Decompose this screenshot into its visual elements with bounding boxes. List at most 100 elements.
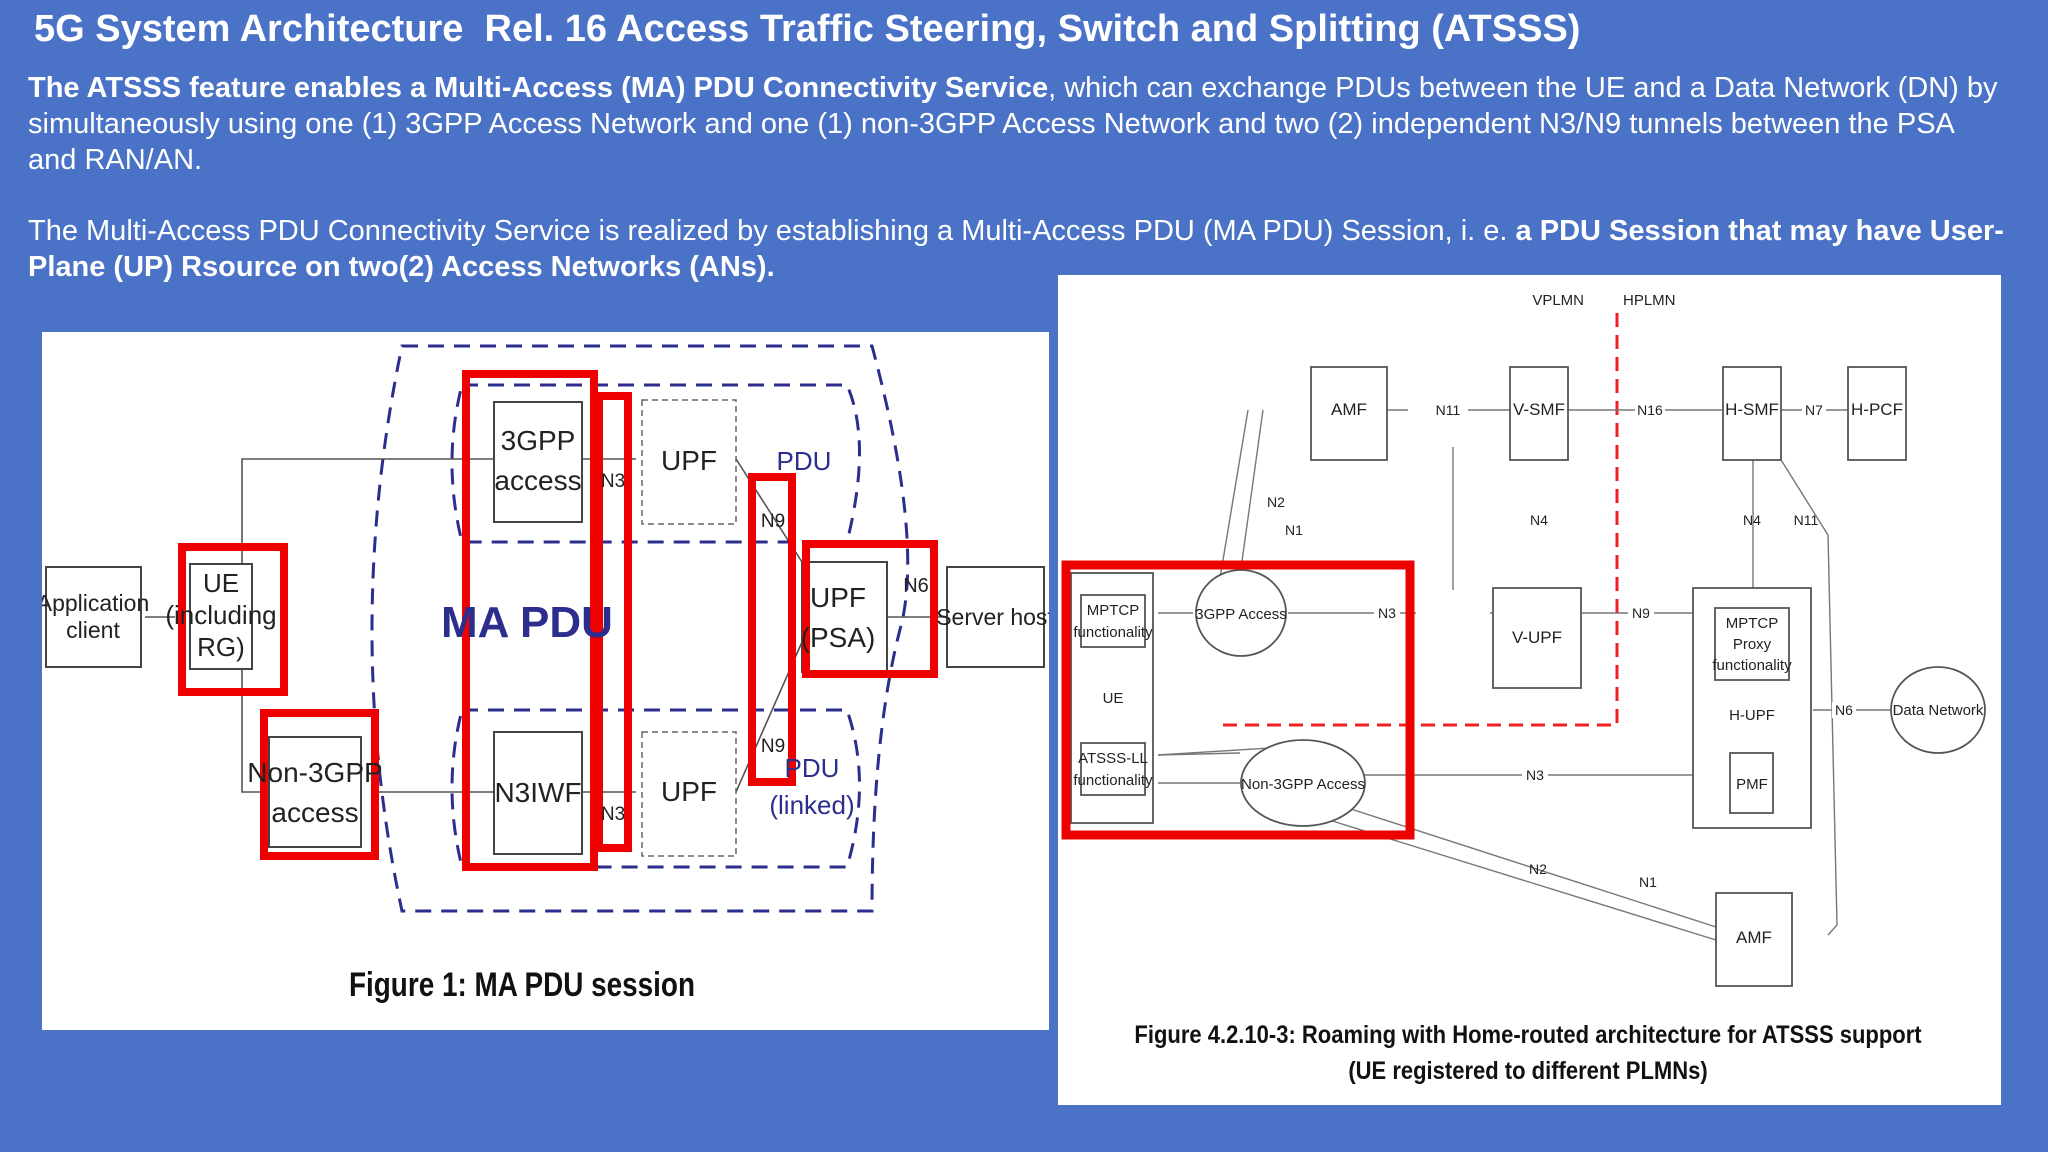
slide-title: 5G System Architecture Rel. 16 Access Tr… — [34, 8, 1581, 50]
data-network-label: Data Network — [1893, 702, 1984, 719]
n6-label: N6 — [1835, 702, 1853, 718]
v-smf-box — [1509, 366, 1569, 461]
figure1-caption: Figure 1: MA PDU session — [349, 966, 695, 1004]
n6-label: N6 — [903, 575, 929, 597]
n3-top-label: N3 — [601, 471, 625, 492]
highlight-ue — [178, 543, 288, 696]
3gpp-label-2: access — [494, 465, 581, 496]
figure1-diagram: Application client UE (including RG) Non… — [42, 344, 1049, 913]
mptcp-proxy-label-2: Proxy — [1733, 636, 1772, 653]
fig2-labels: VPLMN HPLMN AMF V-SMF H-SMF H-PCF MPTCP … — [1073, 292, 1984, 947]
non3gpp-access-ellipse — [1240, 739, 1366, 827]
fig1-3gpp-box — [493, 401, 583, 523]
ue-label-2: (including — [165, 600, 276, 630]
mptcp-proxy-box — [1714, 607, 1790, 681]
app-client-label-1: Application — [42, 590, 149, 616]
fig1-labels: Application client UE (including RG) Non… — [42, 425, 1049, 828]
fig1-server-host-box — [946, 566, 1045, 668]
server-host-label: Server host — [936, 604, 1049, 630]
fig1-upf-psa-box — [801, 561, 888, 673]
n9-label: N9 — [1632, 605, 1650, 621]
non3gpp-access-label: Non-3GPP Access — [1241, 776, 1365, 793]
highlight-non3gpp — [260, 709, 379, 860]
intro-paragraph: The ATSSS feature enables a Multi-Access… — [28, 70, 2008, 178]
3gpp-label-1: 3GPP — [501, 425, 576, 456]
outer-session-boundary — [370, 344, 910, 913]
upf-psa-label-1: UPF — [810, 582, 866, 613]
figure2-caption: Figure 4.2.10-3: Roaming with Home-route… — [1134, 1021, 1922, 1085]
pdu-linked-session-boundary — [450, 708, 861, 869]
n11-h-label: N11 — [1794, 512, 1819, 528]
pmf-label: PMF — [1736, 776, 1768, 793]
data-network-ellipse — [1890, 666, 1986, 754]
highlight-ma-pdu — [462, 370, 598, 871]
n2-top-label: N2 — [1267, 494, 1285, 510]
intro-bold: The ATSSS feature enables a Multi-Access… — [28, 72, 1049, 104]
3gpp-access-ellipse — [1195, 569, 1287, 657]
n4-h-label: N4 — [1743, 512, 1761, 528]
mptcp-label-1: MPTCP — [1087, 602, 1140, 619]
pdu-label: PDU — [777, 446, 832, 476]
n1-top-label: N1 — [1285, 522, 1303, 538]
pmf-box — [1729, 752, 1774, 814]
mptcp-box — [1080, 594, 1146, 648]
figure2-diagram: VPLMN HPLMN AMF V-SMF H-SMF H-PCF MPTCP … — [1061, 292, 1986, 987]
figure-roaming-home-routed: VPLMN HPLMN AMF V-SMF H-SMF H-PCF MPTCP … — [1058, 275, 2001, 1105]
non3gpp-label-1: Non-3GPP — [247, 757, 382, 788]
fig1-highlight-boxes — [178, 370, 938, 871]
ma-pdu-normal: The Multi-Access PDU Connectivity Servic… — [28, 215, 1516, 247]
highlight-upf-psa — [802, 540, 938, 678]
ma-pdu-paragraph: The Multi-Access PDU Connectivity Servic… — [28, 213, 2008, 285]
vplmn-label: VPLMN — [1532, 292, 1584, 309]
highlight-n3 — [595, 392, 632, 852]
amf-bottom-label: AMF — [1736, 928, 1772, 947]
v-upf-box — [1492, 587, 1582, 689]
n9-top-label: N9 — [761, 511, 785, 532]
pdu-linked-label-1: PDU — [785, 753, 840, 783]
upf-bottom-label: UPF — [661, 776, 717, 807]
n3iwf-label: N3IWF — [494, 777, 581, 808]
amf-top-box — [1310, 366, 1388, 461]
h-pcf-box — [1847, 366, 1907, 461]
ue-label: UE — [1103, 690, 1124, 707]
v-upf-label: V-UPF — [1512, 628, 1562, 647]
n3-bottom-label: N3 — [601, 804, 625, 825]
upf-top-label: UPF — [661, 445, 717, 476]
upf-psa-label-2: (PSA) — [801, 622, 876, 653]
fig2-interface-labels: N11 N16 N7 N2 N1 N4 N4 N11 N3 N9 N6 N3 N… — [1267, 400, 1856, 890]
3gpp-access-label: 3GPP Access — [1195, 606, 1286, 623]
n4-v-label: N4 — [1530, 512, 1548, 528]
intro-rest: , which can exchange PDUs between the UE… — [28, 72, 1998, 176]
n1-bottom-label: N1 — [1639, 874, 1657, 890]
mptcp-label-2: functionality — [1073, 624, 1153, 641]
n7-label: N7 — [1805, 402, 1823, 418]
n2-bottom-label: N2 — [1529, 861, 1547, 877]
plmn-boundary — [1218, 313, 1619, 727]
pdu-linked-label-2: (linked) — [769, 790, 854, 820]
fig1-n3iwf-box — [493, 731, 583, 855]
fig1-ue-box — [189, 563, 253, 670]
n3-bottom-label: N3 — [1526, 767, 1544, 783]
fig1-non3gpp-box — [268, 736, 362, 848]
figure-ma-pdu-session: Application client UE (including RG) Non… — [42, 332, 1049, 1030]
app-client-label-2: client — [66, 617, 120, 643]
atsss-ll-label-2: functionality — [1073, 772, 1153, 789]
n3-top-label: N3 — [1378, 605, 1396, 621]
amf-bottom-box — [1715, 892, 1793, 987]
fig1-application-client-box — [45, 566, 142, 668]
h-upf-label: H-UPF — [1729, 707, 1775, 724]
ue-label-3: RG) — [197, 632, 245, 662]
fig1-upf-top-box — [641, 399, 737, 525]
atsss-ll-label-1: ATSSS-LL — [1078, 750, 1148, 767]
n9-bottom-label: N9 — [761, 736, 785, 757]
highlight-n9 — [748, 473, 796, 786]
v-smf-label: V-SMF — [1513, 400, 1565, 419]
h-smf-label: H-SMF — [1725, 400, 1779, 419]
mptcp-proxy-label-3: functionality — [1712, 657, 1792, 674]
ma-pdu-bold: a PDU Session that may have User-Plane (… — [28, 215, 2004, 283]
ma-pdu-label: MA PDU — [441, 598, 613, 647]
n11-label: N11 — [1436, 402, 1461, 418]
mptcp-proxy-label-1: MPTCP — [1726, 615, 1779, 632]
amf-top-label: AMF — [1331, 400, 1367, 419]
pdu-session-boundary — [450, 383, 861, 544]
